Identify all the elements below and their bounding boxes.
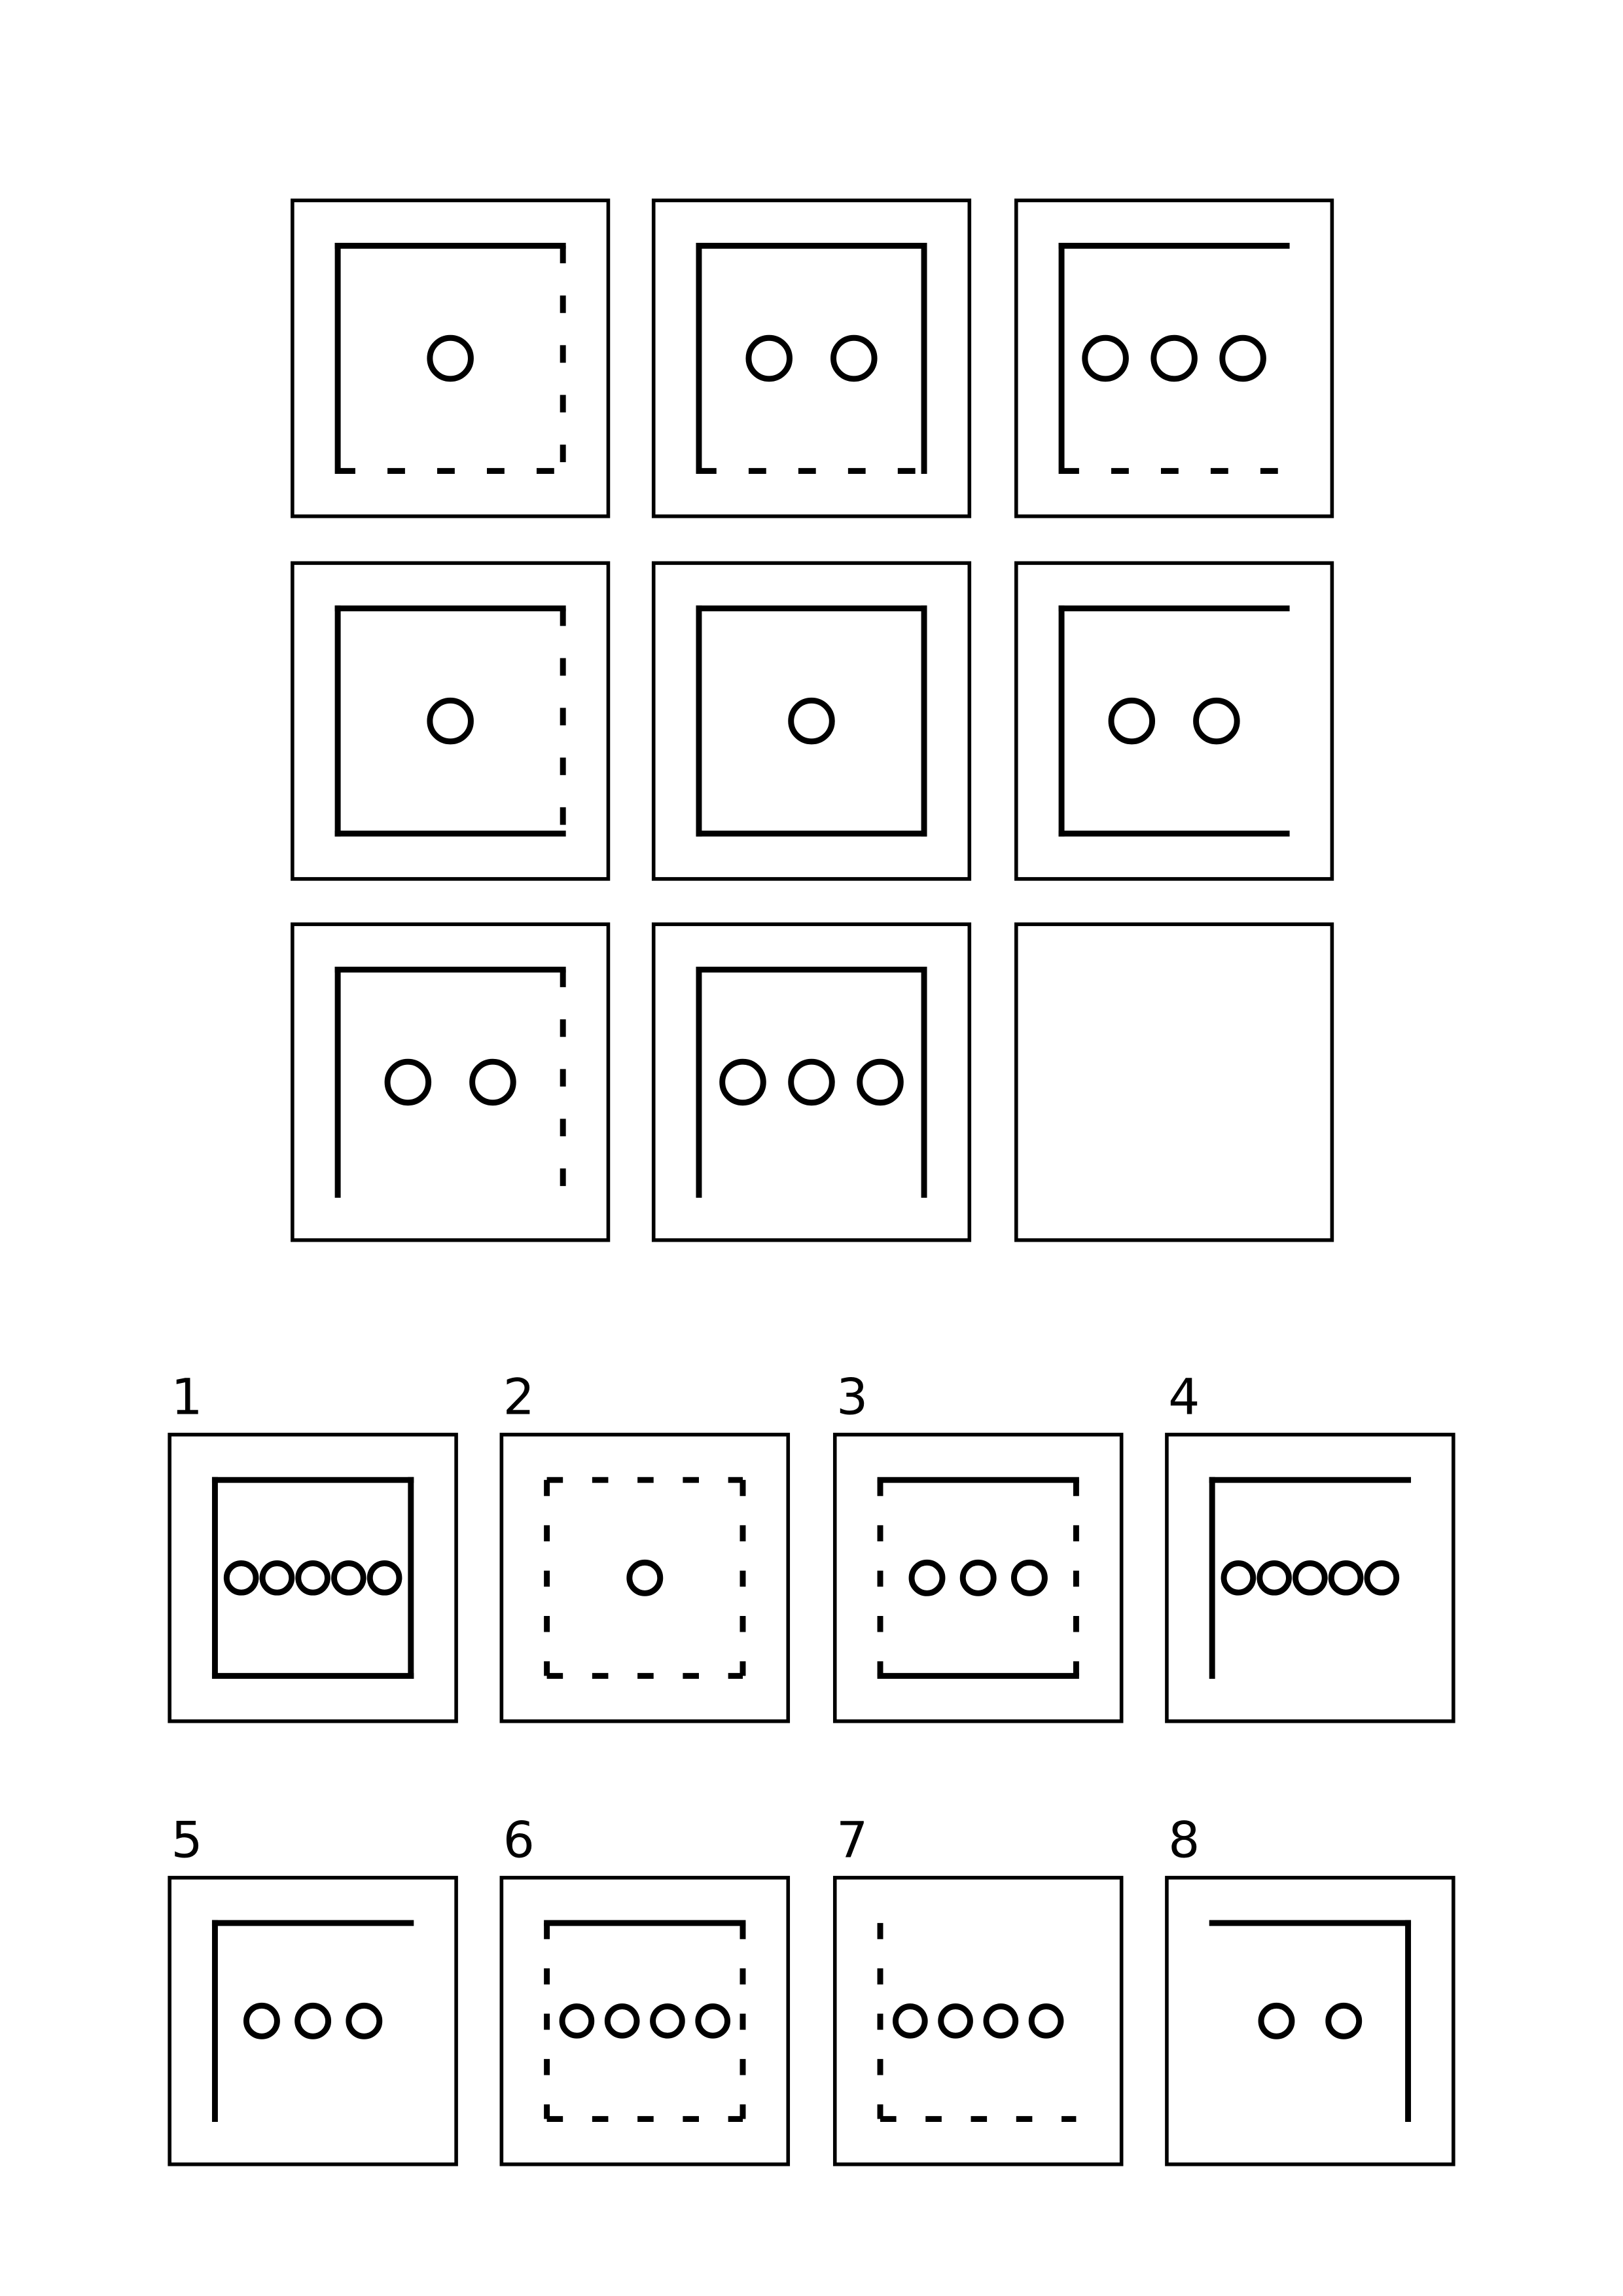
outer-frame xyxy=(499,1876,791,2166)
circle-mark xyxy=(1108,697,1156,745)
option-label: 1 xyxy=(171,1368,202,1426)
answer-option-7[interactable] xyxy=(832,1876,1124,2166)
circle-mark xyxy=(857,1058,904,1106)
circle-mark xyxy=(243,2002,280,2039)
circle-mark xyxy=(745,334,793,382)
outer-frame xyxy=(1165,1876,1455,2166)
circle-mark xyxy=(983,2003,1019,2039)
circle-mark xyxy=(1221,1560,1257,1596)
outer-frame xyxy=(832,1876,1124,2166)
circle-mark xyxy=(427,334,474,382)
circle-mark xyxy=(1082,334,1129,382)
circle-mark xyxy=(559,2003,595,2039)
outer-frame xyxy=(1014,922,1334,1242)
circle-mark xyxy=(788,697,835,745)
option-label: 5 xyxy=(171,1811,202,1869)
circle-mark xyxy=(1293,1560,1328,1596)
circle-mark xyxy=(346,2002,383,2039)
circle-mark xyxy=(626,1559,664,1596)
circle-mark xyxy=(1028,2003,1064,2039)
circle-mark xyxy=(366,1560,402,1596)
answer-option-4[interactable] xyxy=(1165,1433,1455,1723)
outer-frame xyxy=(168,1433,458,1723)
circle-mark xyxy=(1258,2002,1295,2039)
answer-option-6[interactable] xyxy=(499,1876,791,2166)
puzzle-grid xyxy=(291,198,1334,1242)
answer-option-3[interactable] xyxy=(832,1433,1124,1723)
outer-frame xyxy=(499,1433,791,1723)
circle-mark xyxy=(908,1559,946,1596)
answer-option-5[interactable] xyxy=(168,1876,458,2166)
outer-frame xyxy=(1014,561,1334,881)
circle-mark xyxy=(938,2003,973,2039)
circle-mark xyxy=(1257,1560,1292,1596)
outer-frame xyxy=(651,198,972,518)
puzzle-cell xyxy=(1014,561,1334,881)
circle-mark xyxy=(1010,1559,1048,1596)
option-label: 6 xyxy=(503,1811,535,1869)
outer-frame xyxy=(291,198,611,518)
outer-frame xyxy=(651,561,972,881)
outer-frame xyxy=(1165,1433,1455,1723)
circle-mark xyxy=(959,1559,997,1596)
puzzle-cell xyxy=(1014,198,1334,518)
circle-mark xyxy=(1325,2002,1363,2039)
option-label: 4 xyxy=(1168,1368,1200,1426)
circle-mark xyxy=(1219,334,1266,382)
answer-option-2[interactable] xyxy=(499,1433,791,1723)
option-label: 2 xyxy=(503,1368,535,1426)
option-label: 8 xyxy=(1168,1811,1200,1869)
circle-mark xyxy=(331,1560,366,1596)
puzzle-cell xyxy=(291,561,611,881)
circle-mark xyxy=(719,1058,766,1106)
circle-mark xyxy=(427,697,474,745)
circle-mark xyxy=(1328,1560,1364,1596)
circle-mark xyxy=(384,1058,432,1106)
circle-mark xyxy=(1193,697,1240,745)
puzzle-cell xyxy=(291,198,611,518)
circle-mark xyxy=(469,1058,516,1106)
circle-mark xyxy=(1364,1560,1400,1596)
answer-option-8[interactable] xyxy=(1165,1876,1455,2166)
circle-mark xyxy=(892,2003,928,2039)
outer-frame xyxy=(1014,198,1334,518)
puzzle-cell xyxy=(651,561,972,881)
circle-mark xyxy=(604,2003,640,2039)
circle-mark xyxy=(695,2003,730,2039)
circle-mark xyxy=(259,1560,295,1596)
outer-frame xyxy=(832,1433,1124,1723)
answer-option-1[interactable] xyxy=(168,1433,458,1723)
puzzle-cell xyxy=(291,922,611,1242)
missing-cell xyxy=(1014,922,1334,1242)
answer-options: 1 2 3 4 5 6 7 8 xyxy=(168,1368,1455,2166)
outer-frame xyxy=(651,922,972,1242)
circle-mark xyxy=(650,2003,685,2039)
circle-mark xyxy=(294,2002,332,2039)
outer-frame xyxy=(291,922,611,1242)
option-label: 7 xyxy=(836,1811,868,1869)
circle-mark xyxy=(295,1560,330,1596)
outer-frame xyxy=(168,1876,458,2166)
circle-mark xyxy=(830,334,878,382)
circle-mark xyxy=(223,1560,259,1596)
puzzle-cell xyxy=(651,198,972,518)
option-label: 3 xyxy=(836,1368,868,1426)
outer-frame xyxy=(291,561,611,881)
circle-mark xyxy=(1150,334,1198,382)
puzzle-cell xyxy=(651,922,972,1242)
circle-mark xyxy=(788,1058,835,1106)
